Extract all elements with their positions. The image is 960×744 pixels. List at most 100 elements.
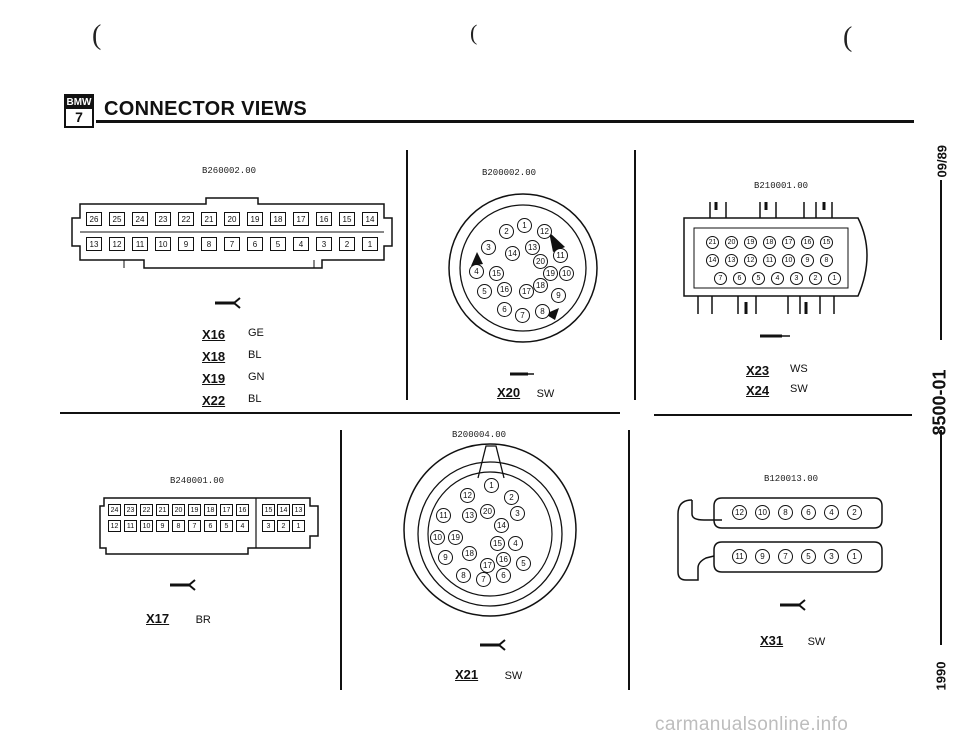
pin: 1 — [517, 218, 532, 233]
connector-color: SW — [790, 383, 808, 395]
pin: 22 — [140, 504, 153, 516]
pin: 16 — [236, 504, 249, 516]
pin: 6 — [801, 505, 816, 520]
connector-color: GN — [248, 371, 265, 383]
pin: 3 — [481, 240, 496, 255]
pin: 1 — [484, 478, 499, 493]
pin: 5 — [220, 520, 233, 532]
pin: 23 — [155, 212, 171, 226]
connector-outline — [677, 497, 883, 581]
bmw-logo-text: BMW — [66, 96, 92, 109]
key-arrow-icon — [780, 598, 806, 616]
divider — [406, 150, 408, 400]
connector-code: B260002.00 — [202, 166, 257, 176]
header-rule — [96, 120, 914, 123]
pin: 16 — [497, 282, 512, 297]
pin: 5 — [270, 237, 286, 251]
pin: 9 — [551, 288, 566, 303]
pin: 15 — [490, 536, 505, 551]
pin: 18 — [462, 546, 477, 561]
scan-mark: ( — [843, 22, 853, 53]
pin: 7 — [778, 549, 793, 564]
pin: 4 — [293, 237, 309, 251]
connector-code: B240001.00 — [170, 476, 225, 486]
pin: 24 — [108, 504, 121, 516]
side-rule — [940, 430, 942, 645]
pin: 12 — [109, 237, 125, 251]
pin: 17 — [220, 504, 233, 516]
connector-label-row: X17 BR — [146, 610, 211, 628]
pin: 3 — [316, 237, 332, 251]
connector-code: B210001.00 — [754, 181, 809, 191]
pin: 17 — [480, 558, 495, 573]
pin: 11 — [124, 520, 137, 532]
pin: 4 — [824, 505, 839, 520]
pin: 23 — [124, 504, 137, 516]
connector-code: B200004.00 — [452, 430, 507, 440]
pin: 19 — [247, 212, 263, 226]
pin: 14 — [706, 254, 719, 267]
pin: 26 — [86, 212, 102, 226]
pin: 6 — [496, 568, 511, 583]
connector-color: BL — [248, 393, 262, 405]
connector-outline — [71, 197, 393, 269]
pin: 10 — [430, 530, 445, 545]
pin: 8 — [172, 520, 185, 532]
pin: 21 — [706, 236, 719, 249]
pin: 10 — [140, 520, 153, 532]
side-rule — [940, 180, 942, 340]
connector-outline — [403, 443, 577, 617]
connector-color: SW — [536, 388, 555, 400]
pin: 1 — [847, 549, 862, 564]
scan-mark: ( — [470, 20, 478, 45]
connector-name: X19 — [202, 371, 226, 386]
key-arrow-icon — [480, 638, 506, 656]
pin: 3 — [262, 520, 275, 532]
pin: 3 — [790, 272, 803, 285]
divider — [654, 414, 912, 416]
pin: 11 — [732, 549, 747, 564]
page-title: CONNECTOR VIEWS — [104, 98, 308, 120]
connector-name: X16 — [202, 327, 226, 342]
connector-label-row: X20 SW — [497, 384, 554, 402]
pin: 10 — [559, 266, 574, 281]
pin: 3 — [510, 506, 525, 521]
connector-color: GE — [248, 327, 264, 339]
pin: 2 — [504, 490, 519, 505]
divider — [634, 150, 636, 400]
key-arrow-icon — [215, 296, 241, 314]
pin: 8 — [201, 237, 217, 251]
connector-color: SW — [807, 636, 826, 648]
watermark: carmanualsonline.info — [655, 714, 849, 735]
pin: 15 — [262, 504, 275, 516]
pin: 1 — [828, 272, 841, 285]
connector-name: X18 — [202, 349, 226, 364]
connector-label-row: X22 BL — [202, 392, 261, 410]
pin: 12 — [460, 488, 475, 503]
connector-color: SW — [504, 670, 523, 682]
pin: 1 — [292, 520, 305, 532]
bmw-logo: BMW 7 — [64, 94, 94, 128]
connector-name: X17 — [146, 611, 170, 626]
pin: 9 — [438, 550, 453, 565]
pin: 13 — [525, 240, 540, 255]
pin: 19 — [543, 266, 558, 281]
pin: 5 — [801, 549, 816, 564]
pin: 19 — [448, 530, 463, 545]
pin: 2 — [847, 505, 862, 520]
connector-name: X22 — [202, 393, 226, 408]
pin: 11 — [553, 248, 568, 263]
connector-name: X23 — [746, 363, 770, 378]
connector-name: X20 — [497, 385, 521, 400]
pin: 8 — [778, 505, 793, 520]
bmw-logo-number: 7 — [75, 109, 83, 125]
pin: 18 — [204, 504, 217, 516]
pin: 18 — [270, 212, 286, 226]
pin: 18 — [533, 278, 548, 293]
